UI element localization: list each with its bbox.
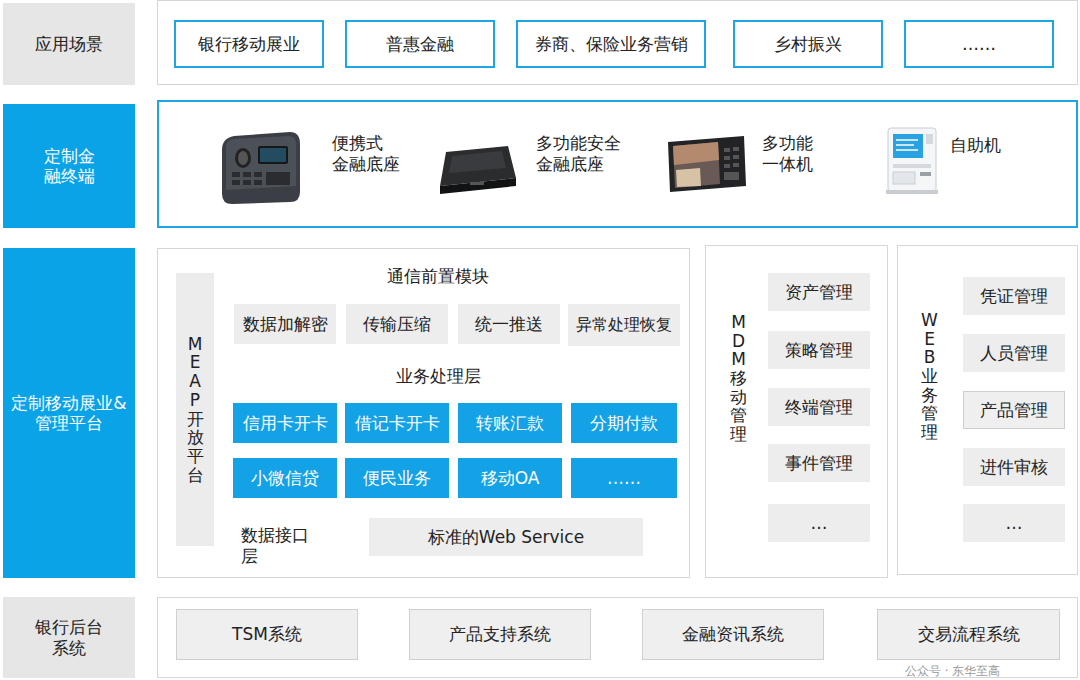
manage-box: 资产管理 [768, 273, 870, 311]
box-label: 交易流程系统 [918, 624, 1020, 644]
system-box: TSM系统 [176, 609, 358, 660]
box-label: 标准的Web Service [428, 527, 584, 547]
box-label: 人员管理 [980, 343, 1048, 363]
vertical-column: MEAP 开放平台 [176, 273, 214, 546]
module-box: 传输压缩 [346, 304, 448, 344]
box-label: 便民业务 [363, 468, 431, 488]
kiosk-picture [886, 128, 938, 194]
business-box: 便民业务 [345, 458, 449, 498]
box-label: 券商、保险业务营销 [535, 34, 688, 54]
box-label: 终端管理 [785, 397, 853, 417]
box-label: 产品支持系统 [449, 624, 551, 644]
box-label: 统一推送 [475, 314, 543, 334]
row-label: 银行后台系统 [3, 597, 135, 678]
panel-label: 多功能 一体机 [762, 133, 838, 176]
box-label: 转账汇款 [476, 413, 544, 433]
panel-label: 通信前置模块 [358, 266, 518, 287]
box-label: … [811, 513, 828, 533]
panel-label: 自助机 [950, 135, 1020, 156]
box-label: 借记卡开卡 [355, 413, 440, 433]
box-label: 银行后台系统 [31, 617, 107, 658]
row-label: 定制移动展业& 管理平台 [3, 248, 135, 578]
box-label: 银行移动展业 [198, 34, 300, 54]
row-label: 定制金融终端 [3, 104, 135, 228]
panel-label: 数据接口层 [241, 525, 319, 568]
system-box: 产品支持系统 [409, 609, 591, 660]
box-label: …… [607, 468, 641, 488]
box-label: 信用卡开卡 [243, 413, 328, 433]
vertical-label: MEAP 开放平台 [187, 335, 204, 485]
terminal-panel: 便携式 金融底座 多功能安全 金融底座 多功能 一体机 自助机 [157, 100, 1078, 228]
box-label: 普惠金融 [386, 34, 454, 54]
scene-box: 普惠金融 [345, 20, 495, 68]
system-box: 交易流程系统 [877, 609, 1060, 660]
box-label: … [1006, 513, 1023, 533]
box-label: 进件审核 [980, 457, 1048, 477]
business-box: 移动OA [458, 458, 562, 498]
manage-box: … [768, 504, 870, 542]
row-label: 应用场景 [3, 3, 135, 85]
business-box: …… [571, 458, 677, 498]
box-label: 事件管理 [785, 453, 853, 473]
box-label: 定制移动展业& 管理平台 [8, 393, 130, 434]
box-label: 异常处理恢复 [576, 316, 672, 334]
business-box: 分期付款 [571, 403, 677, 443]
scene-box: 乡村振兴 [733, 20, 883, 68]
box-label: 应用场景 [35, 34, 103, 54]
vertical-label: MDM 移动管理 [730, 313, 747, 444]
secure-base-picture [440, 146, 516, 194]
business-box: 借记卡开卡 [345, 403, 449, 443]
box-label: 分期付款 [590, 413, 658, 433]
manage-box: 策略管理 [768, 331, 870, 369]
box-label: 凭证管理 [980, 286, 1048, 306]
all-in-one-picture [668, 136, 746, 192]
box-label: 数据加解密 [243, 314, 328, 334]
scene-box: …… [904, 20, 1054, 68]
panel-label: 多功能安全 金融底座 [536, 133, 640, 176]
module-box: 数据加解密 [234, 304, 336, 344]
box-label: 传输压缩 [363, 314, 431, 334]
mdm-panel: MDM 移动管理 资产管理策略管理终端管理事件管理 … [705, 245, 888, 578]
scene-box: 券商、保险业务营销 [516, 20, 706, 68]
system-box: 金融资讯系统 [642, 609, 824, 660]
interface-box: 标准的Web Service [369, 518, 643, 556]
box-label: 移动OA [481, 468, 540, 488]
box-label: 资产管理 [785, 282, 853, 302]
manage-box: 凭证管理 [963, 277, 1065, 315]
business-box: 转账汇款 [458, 403, 562, 443]
meap-panel: 通信前置模块业务处理层数据接口层 MEAP 开放平台 数据加解密 传输压缩 统一推送 异常… [157, 248, 690, 578]
manage-box: 人员管理 [963, 334, 1065, 372]
box-label: 金融资讯系统 [682, 624, 784, 644]
panel-label: 便携式 金融底座 [332, 133, 422, 176]
watermark: 公众号 · 东华至高 [905, 663, 1000, 680]
module-box: 统一推送 [458, 304, 560, 344]
module-box: 异常处理恢复 [568, 304, 680, 346]
panel-label: 业务处理层 [368, 366, 508, 387]
box-label: 乡村振兴 [774, 34, 842, 54]
manage-box: 产品管理 [963, 391, 1065, 429]
box-label: 定制金融终端 [41, 146, 97, 187]
manage-box: 事件管理 [768, 444, 870, 482]
vertical-label: WEB 业务管理 [921, 311, 938, 442]
box-label: 策略管理 [785, 340, 853, 360]
box-label: TSM系统 [232, 624, 302, 644]
business-box: 小微信贷 [233, 458, 337, 498]
box-label: 小微信贷 [251, 468, 319, 488]
business-box: 信用卡开卡 [233, 403, 337, 443]
manage-box: … [963, 504, 1065, 542]
manage-box: 进件审核 [963, 448, 1065, 486]
manage-box: 终端管理 [768, 388, 870, 426]
scene-box: 银行移动展业 [174, 20, 324, 68]
web-panel: WEB 业务管理 凭证管理人员管理产品管理进件审核 … [897, 245, 1078, 575]
box-label: …… [962, 34, 996, 54]
box-label: 产品管理 [980, 400, 1048, 420]
portable-base-picture [222, 132, 300, 204]
